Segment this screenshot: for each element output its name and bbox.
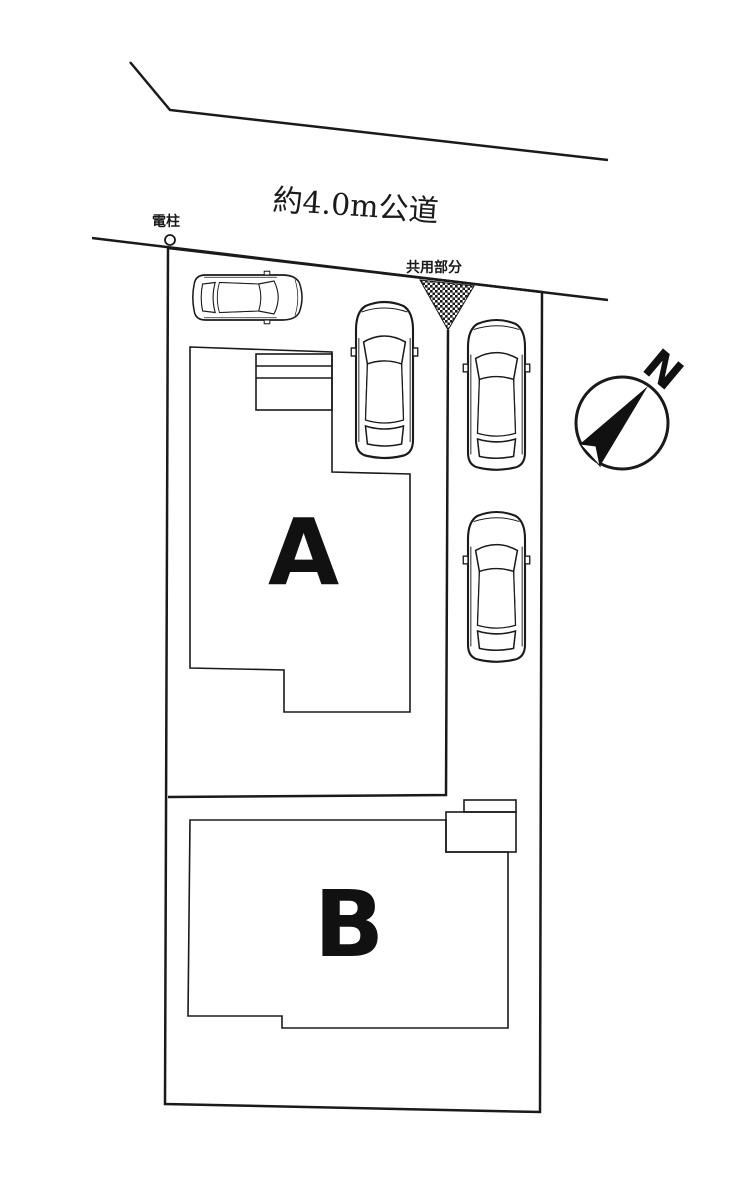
north-compass: N bbox=[574, 340, 692, 471]
parked-car-lot-a bbox=[350, 300, 419, 460]
lot-b-label: B bbox=[314, 871, 384, 978]
parked-car-right-lower bbox=[462, 510, 531, 663]
shared-area-hatch bbox=[419, 279, 475, 332]
lot-a-entrance-block bbox=[255, 353, 333, 411]
lot-b-step-block bbox=[463, 799, 517, 813]
lot-b-entrance-block bbox=[445, 811, 517, 853]
parked-car-horizontal bbox=[191, 270, 303, 325]
road-far-edge-line bbox=[129, 61, 609, 162]
parked-car-right-upper bbox=[462, 318, 531, 471]
compass-needle-icon bbox=[580, 386, 648, 466]
lot-a-label: A bbox=[268, 499, 339, 606]
shared-area-label: 共用部分 bbox=[406, 259, 462, 276]
road-label: 約4.0m公道 bbox=[271, 183, 439, 230]
lot-a-boundary bbox=[167, 329, 450, 799]
utility-pole-label: 電柱 bbox=[152, 213, 180, 230]
utility-pole-icon bbox=[164, 234, 176, 246]
property-boundary bbox=[163, 246, 544, 1114]
